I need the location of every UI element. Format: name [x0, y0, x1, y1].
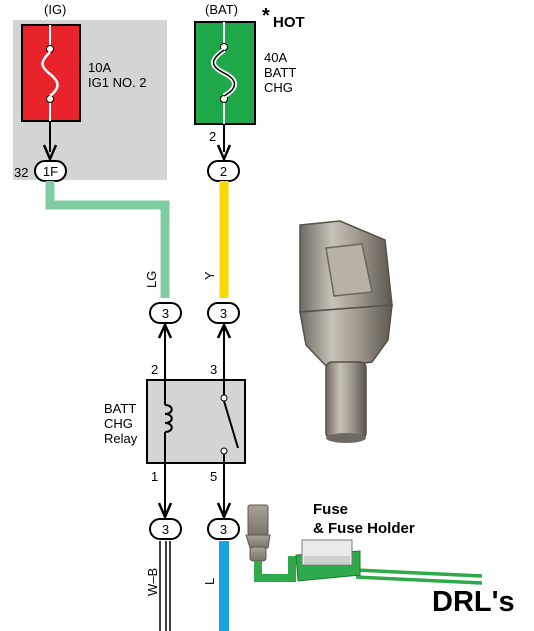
fuse-holder-image — [295, 539, 361, 582]
mid-right-connector — [207, 302, 240, 324]
bot-right-connector — [207, 518, 240, 540]
ig-pin: 32 — [14, 165, 28, 180]
bat-arrow — [216, 144, 232, 163]
fuse-holder-label-1: Fuse — [313, 501, 348, 518]
drl-wire-leads — [355, 568, 483, 585]
l-wire-label: L — [202, 578, 217, 585]
ig-fuse-rating: 10A — [88, 60, 111, 75]
relay-label-1: BATT — [104, 401, 136, 416]
wb-wire — [159, 541, 171, 631]
bat-fuse — [194, 21, 256, 125]
ig-arrow — [42, 144, 58, 163]
relay-pin-bot-right: 5 — [210, 469, 217, 484]
mid-left-arrow — [157, 322, 173, 339]
bat-fuse-rating: 40A — [264, 50, 287, 65]
mid-right-arrow — [216, 322, 232, 339]
batt-chg-relay — [146, 379, 246, 464]
bat-pin: 2 — [209, 129, 216, 144]
bot-left-arrow — [157, 502, 173, 521]
bot-right-connector-label: 3 — [220, 522, 227, 537]
ig-connector-label: 1F — [43, 164, 58, 179]
y-wire-label: Y — [202, 271, 217, 280]
lg-wire-label: LG — [144, 271, 159, 288]
bot-right-arrow — [216, 502, 232, 521]
bat-fuse-name-1: BATT — [264, 65, 296, 80]
bat-connector-label: 2 — [220, 164, 227, 179]
mid-right-connector-label: 3 — [220, 306, 227, 321]
small-terminal-image — [245, 504, 271, 562]
relay-label-3: Relay — [104, 431, 138, 446]
hot-label: HOT — [273, 14, 305, 31]
relay-label-2: CHG — [104, 416, 133, 431]
drl-wire — [254, 556, 302, 582]
relay-pin-top-right: 3 — [210, 362, 217, 377]
bot-left-connector — [149, 518, 182, 540]
hot-star: * — [262, 5, 270, 27]
bat-source-label: (BAT) — [205, 2, 238, 17]
bat-fuse-name-2: CHG — [264, 80, 293, 95]
ig-fuse — [21, 24, 81, 122]
spade-terminal-image — [299, 220, 393, 443]
drl-label: DRL's — [432, 586, 515, 618]
wb-wire-label: W–B — [145, 568, 160, 596]
relay-pin-bot-left: 1 — [151, 469, 158, 484]
ig-fuse-name: IG1 NO. 2 — [88, 75, 147, 90]
bot-left-connector-label: 3 — [162, 522, 169, 537]
ig-source-label: (IG) — [44, 2, 66, 17]
fuse-holder-label-2: & Fuse Holder — [313, 520, 415, 537]
mid-left-connector-label: 3 — [162, 306, 169, 321]
lg-wire — [45, 181, 170, 298]
relay-pin-top-left: 2 — [151, 362, 158, 377]
mid-left-connector — [149, 302, 182, 324]
